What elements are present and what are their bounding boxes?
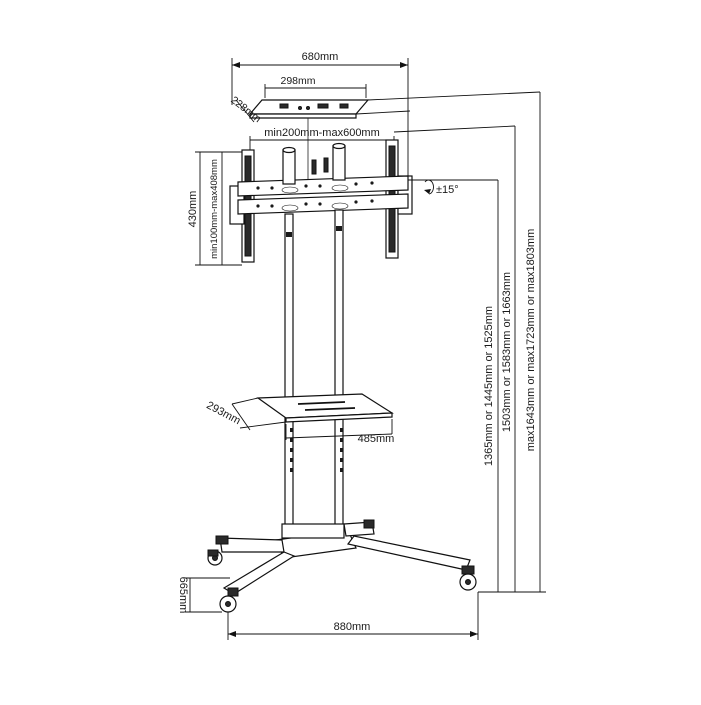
top-width-dimension — [231, 58, 409, 180]
top-plate-width-label: 298mm — [280, 75, 315, 87]
vesa-height-label: min100mm-max408mm — [209, 159, 220, 259]
upper-pole-tops — [282, 142, 346, 185]
height-option-2-label: 1503mm or 1583mm or 1663mm — [501, 272, 513, 432]
base-height-label: 665mm — [177, 577, 189, 614]
rolling-base — [207, 519, 477, 613]
height-option-3-label: max1643mm or max1723mm or max1803mm — [525, 229, 537, 452]
base-width-label: 880mm — [334, 621, 371, 633]
height-dimensions — [410, 92, 546, 593]
top-width-label: 680mm — [302, 51, 339, 63]
top-camera-plate — [235, 84, 541, 185]
shelf-width-label: 485mm — [358, 433, 395, 445]
bracket-height-label: 430mm — [187, 191, 199, 228]
vesa-width-label: min200mm-max600mm — [264, 127, 380, 139]
shelf-depth-label: 293mm — [204, 399, 242, 427]
base-height-dimension — [185, 577, 230, 613]
middle-shelf — [231, 393, 394, 440]
bracket-height-dimension — [195, 151, 242, 266]
main-poles — [284, 209, 344, 533]
tv-mount-bracket — [229, 139, 413, 263]
base-width-dimension — [227, 592, 479, 640]
height-option-1-label: 1365mm or 1445mm or 1525mm — [483, 306, 495, 466]
vesa-width-dimension — [249, 125, 516, 150]
tilt-label: ±15° — [436, 184, 459, 196]
